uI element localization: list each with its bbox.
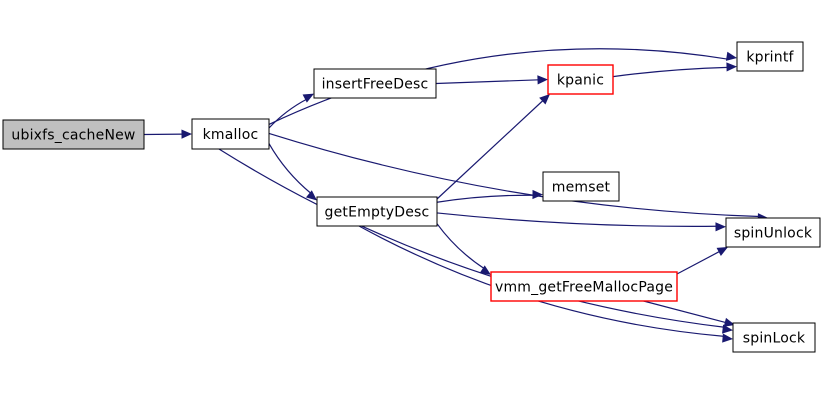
arrowhead-insertFreeDesc-to-kpanic	[537, 75, 548, 85]
arrowhead-kmalloc-to-spinLock	[722, 324, 733, 334]
edge-getEmptyDesc-to-memset	[436, 194, 535, 203]
node-box-kprintf[interactable]	[736, 41, 804, 72]
edge-kmalloc-to-insertFreeDesc	[268, 98, 308, 129]
edge-kmalloc-to-kprintf	[268, 48, 729, 125]
arrowhead-getEmptyDesc-to-spinLock	[722, 333, 733, 343]
node-vmm_getFreeMallocPage[interactable]: vmm_getFreeMallocPage	[490, 271, 678, 302]
node-label-getEmptyDesc: getEmptyDesc	[325, 205, 430, 221]
edge-insertFreeDesc-to-kpanic	[435, 79, 540, 85]
node-box-kpanic[interactable]	[547, 64, 614, 95]
node-box-spinLock[interactable]	[732, 322, 816, 353]
node-spinUnlock[interactable]: spinUnlock	[725, 217, 821, 248]
node-label-vmm_getFreeMallocPage: vmm_getFreeMallocPage	[495, 280, 673, 296]
arrowhead-getEmptyDesc-to-kpanic	[539, 94, 550, 105]
arrowhead-vmm_getFreeMallocPage-to-spinUnlock	[716, 247, 728, 256]
arrowhead-kmalloc-to-insertFreeDesc	[302, 93, 314, 103]
edge-vmm_getFreeMallocPage-to-spinLock	[643, 300, 727, 324]
node-box-ubixfs_cacheNew[interactable]	[2, 119, 145, 150]
edge-kmalloc-to-spinLock	[218, 148, 725, 328]
node-label-kprintf: kprintf	[746, 50, 794, 66]
edge-getEmptyDesc-to-kpanic	[436, 99, 544, 200]
edge-kmalloc-to-getEmptyDesc	[268, 143, 312, 195]
edge-getEmptyDesc-to-vmm_getFreeMallocPage	[436, 223, 485, 270]
node-label-insertFreeDesc: insertFreeDesc	[322, 77, 429, 93]
node-insertFreeDesc[interactable]: insertFreeDesc	[313, 68, 437, 99]
node-box-kmalloc[interactable]	[191, 118, 270, 150]
node-kpanic[interactable]: kpanic	[547, 64, 614, 95]
node-label-spinUnlock: spinUnlock	[734, 226, 813, 242]
arrowhead-kmalloc-to-kprintf	[725, 51, 737, 61]
node-box-vmm_getFreeMallocPage[interactable]	[490, 271, 678, 302]
arrowhead-vmm_getFreeMallocPage-to-spinLock	[723, 317, 735, 327]
node-getEmptyDesc[interactable]: getEmptyDesc	[316, 196, 438, 227]
edge-getEmptyDesc-to-spinUnlock	[436, 212, 718, 227]
node-label-kmalloc: kmalloc	[203, 127, 259, 143]
node-kprintf[interactable]: kprintf	[736, 41, 804, 72]
arrowhead-getEmptyDesc-to-spinUnlock	[715, 222, 726, 232]
edge-vmm_getFreeMallocPage-to-spinUnlock	[676, 250, 721, 275]
edge-kpanic-to-kprintf	[612, 66, 729, 78]
arrowhead-ubixfs_cacheNew-to-kmalloc	[181, 129, 192, 139]
node-ubixfs_cacheNew[interactable]: ubixfs_cacheNew	[2, 119, 145, 150]
node-label-kpanic: kpanic	[557, 73, 604, 89]
node-box-memset[interactable]	[542, 171, 620, 202]
arrowhead-getEmptyDesc-to-vmm_getFreeMallocPage	[479, 265, 491, 275]
node-label-memset: memset	[552, 180, 611, 196]
arrowhead-getEmptyDesc-to-memset	[532, 189, 543, 200]
arrowhead-kmalloc-to-getEmptyDesc	[305, 190, 317, 201]
node-box-getEmptyDesc[interactable]	[316, 196, 438, 227]
edge-kmalloc-to-spinUnlock	[268, 132, 760, 218]
node-label-spinLock: spinLock	[743, 331, 806, 347]
nodes-layer: ubixfs_cacheNew kmalloc insertFreeDesc kpan…	[2, 41, 821, 353]
node-memset[interactable]: memset	[542, 171, 620, 202]
node-box-insertFreeDesc[interactable]	[313, 68, 437, 99]
node-label-ubixfs_cacheNew: ubixfs_cacheNew	[11, 128, 135, 144]
arrowhead-kpanic-to-kprintf	[726, 62, 737, 72]
node-spinLock[interactable]: spinLock	[732, 322, 816, 353]
node-kmalloc[interactable]: kmalloc	[191, 118, 270, 150]
node-box-spinUnlock[interactable]	[725, 217, 821, 248]
